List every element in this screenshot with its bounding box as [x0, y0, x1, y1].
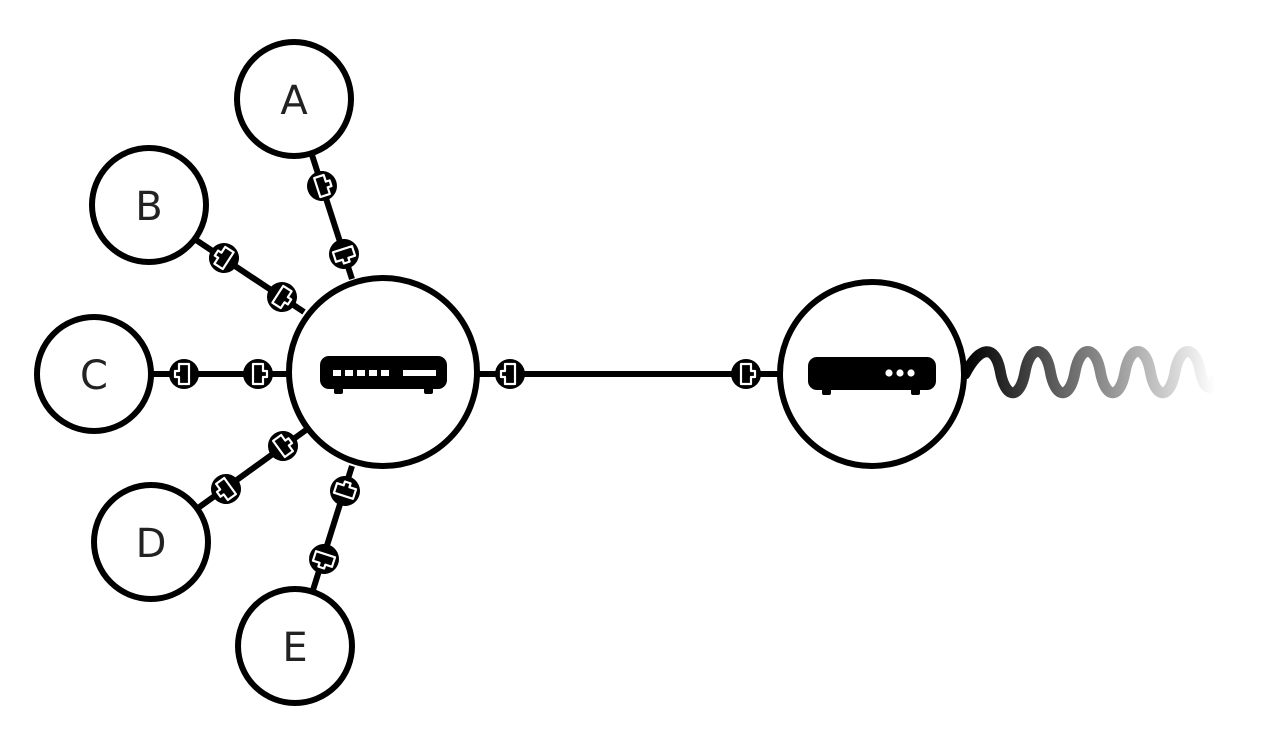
node-b: B [89, 145, 209, 265]
node-label: A [280, 78, 308, 124]
coiled-cable-icon [959, 346, 1221, 399]
node-label: C [80, 353, 108, 399]
connector-icon [493, 357, 527, 391]
node-d: D [91, 482, 211, 602]
connector-icon [167, 357, 201, 391]
modem-node [777, 279, 967, 469]
connector-icon [241, 357, 275, 391]
node-c: C [34, 314, 154, 434]
connector-icon [260, 275, 304, 319]
network-switch-icon [320, 356, 447, 394]
modem-icon [808, 357, 936, 395]
node-label: B [135, 184, 162, 230]
connector-icon [301, 165, 343, 207]
node-e: E [235, 586, 355, 706]
connector-icon [323, 233, 365, 275]
connector-icon [303, 538, 345, 580]
node-a: A [234, 39, 354, 159]
connector-icon [729, 357, 763, 391]
connector-icon [324, 470, 366, 512]
node-label: D [136, 521, 167, 567]
connector-icon [202, 236, 246, 280]
node-label: E [282, 625, 307, 671]
hub-node [286, 275, 480, 469]
